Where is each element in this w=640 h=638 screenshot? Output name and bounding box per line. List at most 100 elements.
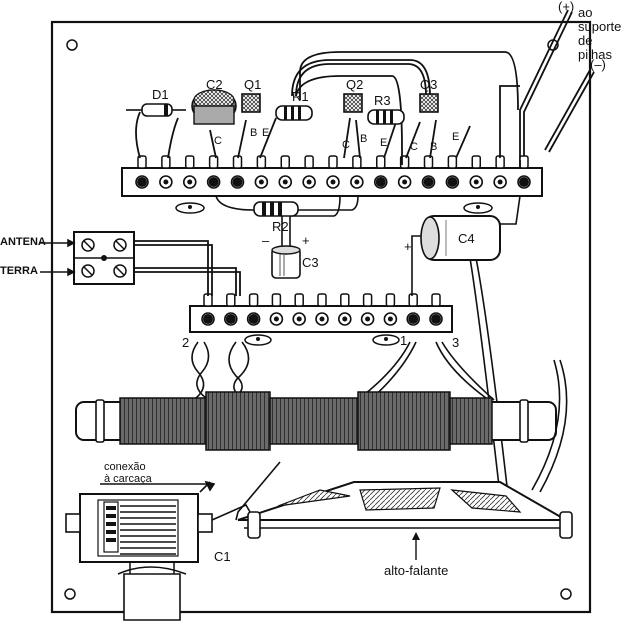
d1-label: D1	[152, 87, 169, 102]
capacitor-c4-wires	[411, 195, 521, 496]
rivet-hole	[402, 179, 408, 185]
solder-joint	[423, 177, 434, 187]
tap-2-label: 2	[182, 335, 190, 350]
rivet-hole	[273, 316, 279, 322]
rivet-hole	[330, 179, 336, 185]
transistor-q1	[241, 93, 261, 113]
r1-label: R1	[292, 89, 309, 104]
chassis-connection-label-line2: à carcaça	[104, 473, 152, 485]
c4-plus-label: +	[404, 239, 412, 254]
terminal-lug	[317, 293, 327, 307]
terminal-lug	[408, 293, 418, 307]
c3-minus-label: –	[262, 233, 270, 248]
solder-joint	[232, 177, 243, 187]
q1-label: Q1	[244, 77, 262, 92]
terminal-lug	[519, 155, 529, 169]
speaker	[237, 481, 573, 560]
r3-label: R3	[374, 93, 391, 108]
antenna-ground-terminal-block	[73, 231, 135, 285]
terminal-lug	[304, 155, 314, 169]
ferrite-rod-antenna	[75, 391, 557, 451]
rivet-hole	[319, 316, 325, 322]
speaker-label: alto-falante	[384, 563, 449, 578]
capacitor-c4	[420, 215, 501, 261]
rivet-hole	[306, 179, 312, 185]
battery-pilhas-label: pilhas	[578, 47, 612, 62]
solder-joint	[447, 177, 458, 187]
terminal-lug	[248, 293, 259, 307]
battery-minus-label: (–)	[590, 57, 606, 72]
solder-joint	[137, 177, 147, 187]
transistor-q3	[419, 93, 439, 113]
solder-joint	[208, 177, 219, 187]
rivet-hole	[258, 179, 264, 185]
c3-label: C3	[302, 255, 319, 270]
battery-wires	[519, 9, 595, 160]
battery-plus-label: (+)	[558, 0, 575, 14]
battery-de-label: de	[578, 33, 593, 48]
q2-emitter-label: E	[380, 137, 388, 149]
rivet-hole	[354, 179, 360, 185]
resistor-r3	[367, 109, 405, 125]
transistor-q2	[343, 93, 363, 113]
terminal-lug	[385, 293, 396, 307]
antenna-label: ANTENA	[0, 236, 46, 248]
q1-base-label: B	[250, 127, 258, 139]
ground-label: TERRA	[0, 265, 38, 277]
terminal-lug	[271, 293, 282, 307]
variable-capacitor-c1	[65, 493, 213, 621]
rivet-hole	[387, 316, 393, 322]
rivet-hole	[365, 316, 371, 322]
q3-emitter-label: E	[452, 131, 460, 143]
terminal-lug	[294, 293, 304, 307]
rivet-hole	[342, 316, 348, 322]
chassis-connection-label-line1: conexão	[104, 461, 146, 473]
resistor-r1	[275, 105, 313, 121]
c3-plus-label: +	[302, 233, 310, 248]
rivet-hole	[163, 179, 169, 185]
terminal-lug	[208, 155, 219, 169]
terminal-lug	[185, 155, 195, 169]
terminal-lug	[447, 155, 458, 169]
q3-collector-label: C	[410, 141, 418, 153]
terminal-lug	[328, 155, 338, 169]
terminal-lug	[352, 155, 362, 169]
c2-label: C2	[206, 77, 223, 92]
solder-joint	[248, 314, 259, 324]
terminal-lug	[376, 155, 386, 169]
rivet-hole	[473, 179, 479, 185]
c1-wires	[100, 480, 251, 521]
terminal-lug	[226, 293, 236, 307]
solder-joint	[431, 314, 441, 324]
c1-label: C1	[214, 549, 231, 564]
rivet-hole	[296, 316, 302, 322]
capacitor-c2	[191, 89, 237, 125]
terminal-lug	[161, 155, 171, 169]
solder-joint	[225, 314, 236, 324]
q2-collector-label: C	[342, 139, 350, 151]
rivet-hole	[187, 179, 193, 185]
battery-ao-label: ao	[578, 5, 593, 20]
q1-emitter-label: E	[262, 127, 270, 139]
terminal-lug	[280, 155, 290, 169]
terminal-lug	[340, 293, 350, 307]
solder-joint	[408, 314, 419, 324]
terminal-lug	[431, 293, 441, 307]
antenna-wires	[134, 240, 241, 296]
solder-joint	[203, 314, 213, 324]
lower-terminal-strip	[189, 293, 453, 346]
diode-d1	[126, 103, 186, 117]
battery-suporte-label: suporte	[578, 19, 622, 34]
rivet-hole	[282, 179, 288, 185]
rivet-hole	[497, 179, 503, 185]
terminal-lug	[256, 155, 267, 169]
q2-base-label: B	[360, 133, 368, 145]
terminal-lug	[137, 155, 147, 169]
q3-base-label: B	[430, 141, 438, 153]
solder-joint	[375, 177, 386, 187]
q2-label: Q2	[346, 77, 364, 92]
upper-terminal-strip	[121, 155, 543, 214]
q1-collector-label: C	[214, 135, 222, 147]
resistor-r2	[253, 201, 299, 217]
